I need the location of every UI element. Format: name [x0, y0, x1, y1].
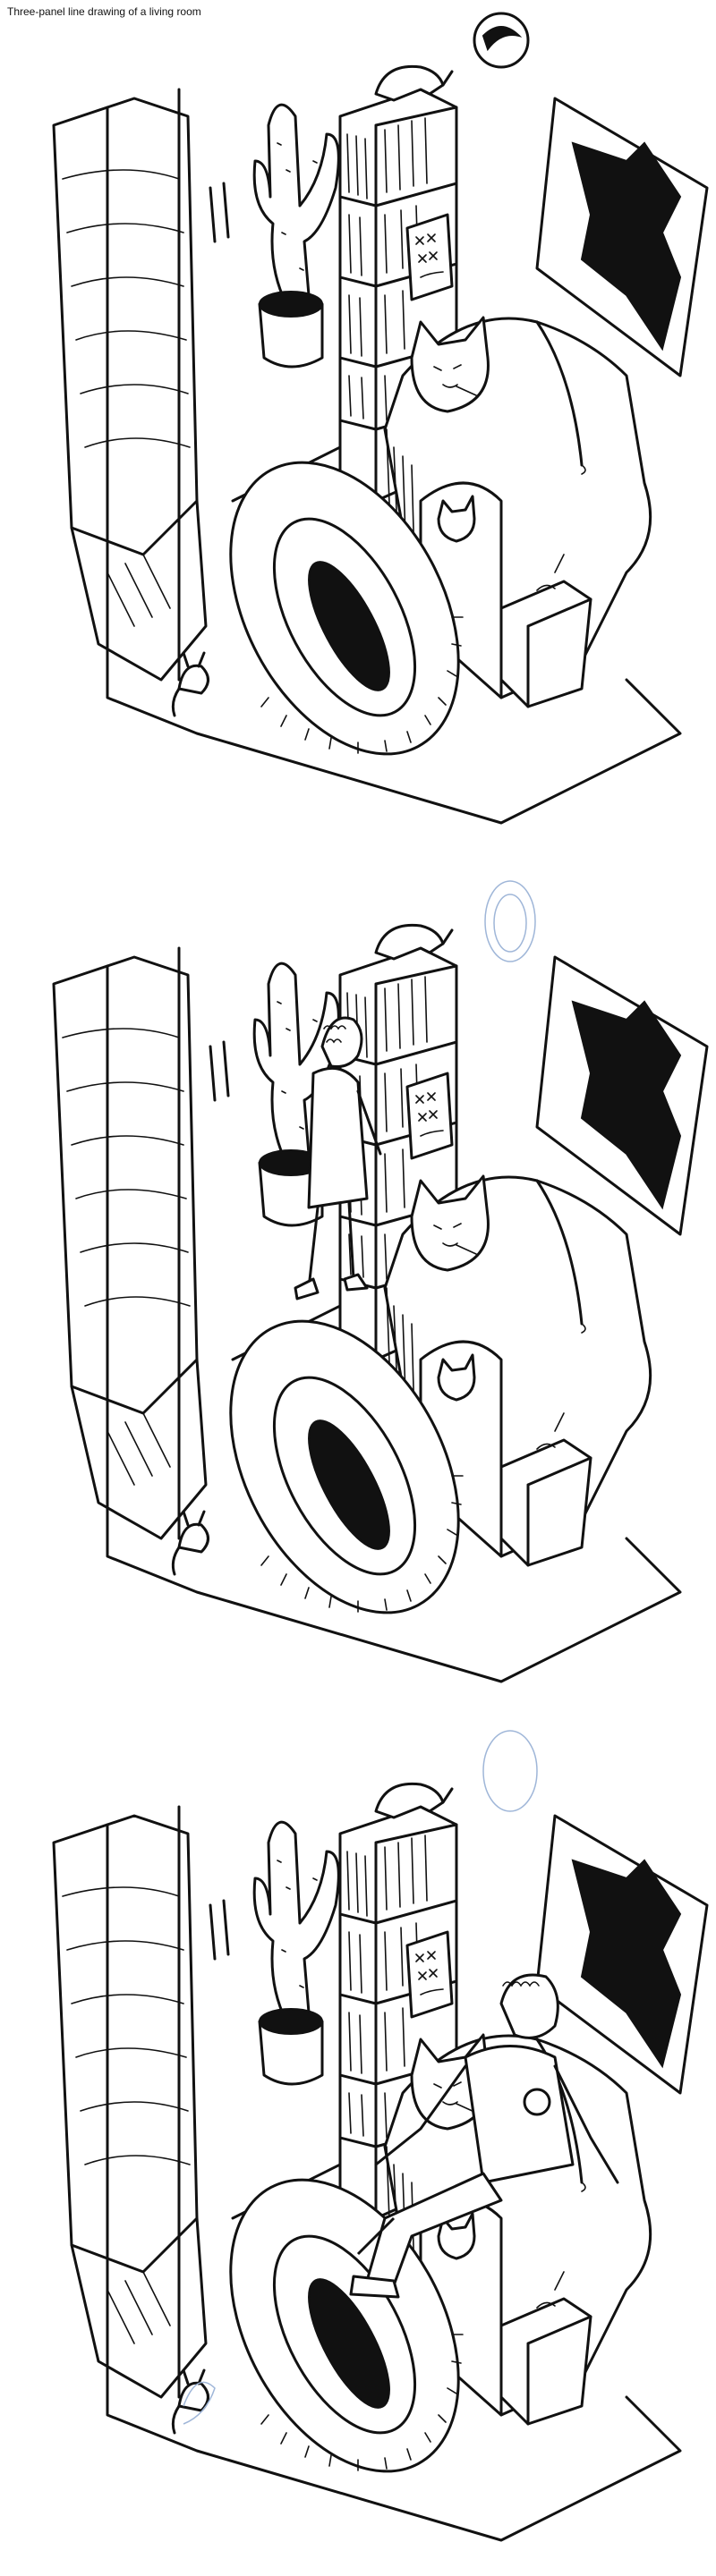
person-on-armchair	[349, 1973, 619, 2299]
panel-3	[0, 1717, 716, 2576]
wall-emblem	[473, 12, 530, 69]
drawing-title: Three-panel line drawing of a living roo…	[7, 5, 201, 18]
panel-1: Three-panel line drawing of a living roo…	[0, 0, 716, 859]
room-drawing	[52, 880, 709, 1683]
room-drawing	[52, 12, 709, 825]
panel-2	[0, 859, 716, 1717]
person-at-bookshelf	[294, 1016, 382, 1301]
faded-mouse-sketch	[183, 2381, 216, 2425]
faded-emblem-sketch	[484, 880, 536, 962]
room-drawing	[52, 1730, 709, 2542]
faded-emblem-sketch	[482, 1730, 538, 1812]
